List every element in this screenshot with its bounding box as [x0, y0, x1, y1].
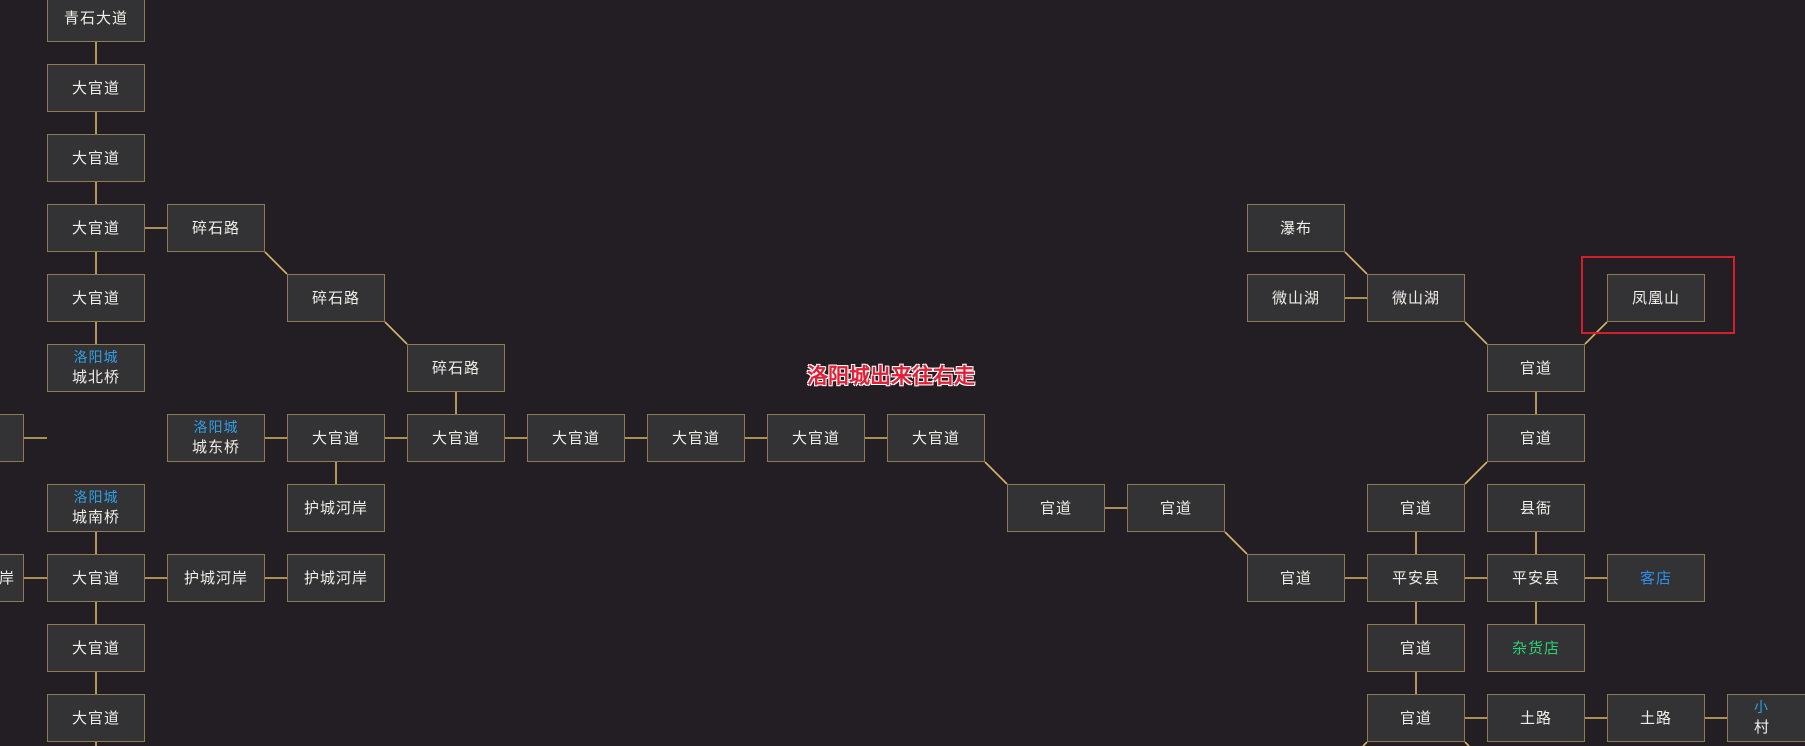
node-riverbank[interactable]: 护城河岸: [287, 484, 385, 532]
node-fenghuang-mountain[interactable]: 凤凰山: [1607, 274, 1705, 322]
connection-line: [384, 321, 408, 345]
node-county-office[interactable]: 县衙: [1487, 484, 1585, 532]
connection-line: [1344, 251, 1368, 275]
connection-line: [1464, 461, 1488, 485]
node-main-road[interactable]: 大官道: [647, 414, 745, 462]
node-main-road[interactable]: 大官道: [287, 414, 385, 462]
node-main-road[interactable]: 大官道: [527, 414, 625, 462]
connection-line: [1464, 741, 1470, 746]
node-riverbank[interactable]: 护城河岸: [287, 554, 385, 602]
node-official-road[interactable]: 官道: [1367, 484, 1465, 532]
node-pingan-county[interactable]: 平安县: [1487, 554, 1585, 602]
node-partial-left[interactable]: [0, 414, 24, 462]
city-label: 洛阳城: [73, 490, 119, 506]
node-gravel-road[interactable]: 碎石路: [407, 344, 505, 392]
node-official-road[interactable]: 官道: [1367, 624, 1465, 672]
node-official-road[interactable]: 官道: [1487, 414, 1585, 462]
node-riverbank[interactable]: 护城河岸: [167, 554, 265, 602]
node-qingshi-avenue[interactable]: 青石大道: [47, 0, 145, 42]
target-highlight-box: [1581, 256, 1735, 334]
node-main-road[interactable]: 大官道: [47, 554, 145, 602]
node-dirt-road[interactable]: 土路: [1607, 694, 1705, 742]
node-main-road[interactable]: 大官道: [887, 414, 985, 462]
node-waterfall[interactable]: 瀑布: [1247, 204, 1345, 252]
node-south-bridge[interactable]: 洛阳城 城南桥: [47, 484, 145, 532]
connection-line: [1464, 321, 1488, 345]
city-label: 洛阳城: [193, 420, 239, 436]
node-main-road[interactable]: 大官道: [767, 414, 865, 462]
node-grocery-store[interactable]: 杂货店: [1487, 624, 1585, 672]
connection-line: [1224, 531, 1248, 555]
node-main-road[interactable]: 大官道: [47, 204, 145, 252]
node-weishan-lake[interactable]: 微山湖: [1367, 274, 1465, 322]
node-official-road[interactable]: 官道: [1127, 484, 1225, 532]
node-riverbank-partial[interactable]: 岸: [0, 554, 24, 602]
route-hint: 洛阳城出来往右走: [807, 364, 975, 388]
node-north-bridge[interactable]: 洛阳城 城北桥: [47, 344, 145, 392]
node-official-road[interactable]: 官道: [1007, 484, 1105, 532]
connection-line: [264, 251, 288, 275]
node-village-partial[interactable]: 小 村: [1727, 694, 1805, 742]
node-dirt-road[interactable]: 土路: [1487, 694, 1585, 742]
node-official-road[interactable]: 官道: [1367, 694, 1465, 742]
connection-line: [984, 461, 1008, 485]
city-label: 洛阳城: [73, 350, 119, 366]
node-main-road[interactable]: 大官道: [47, 694, 145, 742]
node-inn[interactable]: 客店: [1607, 554, 1705, 602]
node-weishan-lake[interactable]: 微山湖: [1247, 274, 1345, 322]
node-main-road[interactable]: 大官道: [47, 64, 145, 112]
node-gravel-road[interactable]: 碎石路: [287, 274, 385, 322]
node-main-road[interactable]: 大官道: [47, 134, 145, 182]
connection-line: [1362, 741, 1368, 746]
node-official-road[interactable]: 官道: [1247, 554, 1345, 602]
node-gravel-road[interactable]: 碎石路: [167, 204, 265, 252]
node-main-road[interactable]: 大官道: [407, 414, 505, 462]
node-main-road[interactable]: 大官道: [47, 274, 145, 322]
node-main-road[interactable]: 大官道: [47, 624, 145, 672]
node-pingan-county[interactable]: 平安县: [1367, 554, 1465, 602]
node-official-road[interactable]: 官道: [1487, 344, 1585, 392]
node-east-bridge[interactable]: 洛阳城 城东桥: [167, 414, 265, 462]
